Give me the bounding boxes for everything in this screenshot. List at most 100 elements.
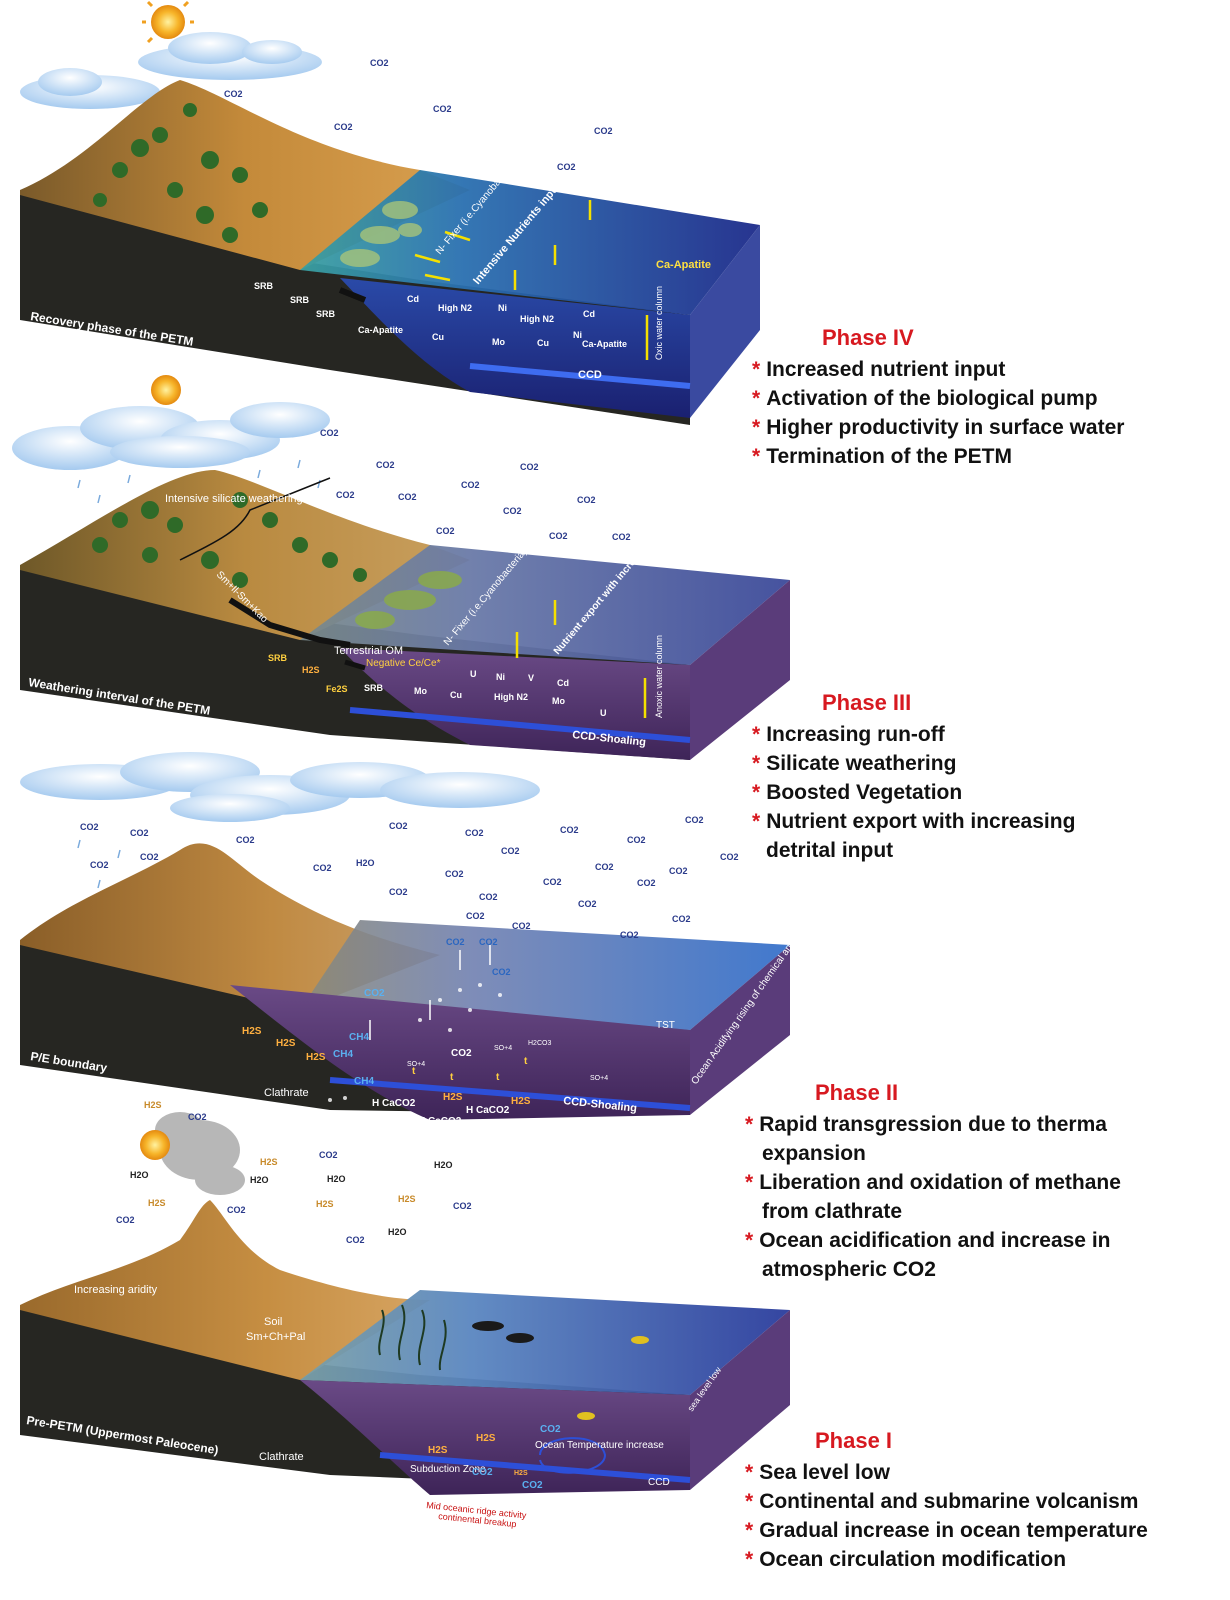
- cloud-icon: [20, 32, 322, 109]
- label-ni: Ni: [496, 672, 505, 682]
- label-so4: SO+4: [494, 1045, 512, 1052]
- label-co2: CO2: [364, 988, 385, 999]
- land-surface: [20, 470, 470, 640]
- label-ca-apatite: Ca-Apatite: [582, 339, 627, 349]
- label-co2: CO2: [130, 828, 149, 838]
- phase-iii-description: Phase III *Increasing run-off *Silicate …: [752, 690, 1075, 865]
- phase-item: *Sea level low: [745, 1461, 890, 1484]
- label-co2: CO2: [116, 1215, 135, 1225]
- label-srb: SRB: [316, 309, 336, 319]
- label-clathrate: Clathrate: [264, 1087, 309, 1099]
- phase-item: *Termination of the PETM: [752, 445, 1012, 468]
- label-mo: Mo: [414, 686, 427, 696]
- label-h2o: H2O: [130, 1170, 149, 1180]
- phase-item: *Ocean circulation modification: [745, 1548, 1067, 1571]
- label-co2: CO2: [540, 1424, 561, 1435]
- panel-phase-i: Pre-PETM (Uppermost Paleocene) Increasin…: [20, 1100, 790, 1529]
- label-oxic: Oxic water column: [654, 286, 664, 360]
- phase-item: atmospheric CO2: [762, 1258, 936, 1281]
- label-soil: Soil: [264, 1316, 282, 1328]
- label-co2: CO2: [492, 967, 511, 977]
- label-h2s: H2S: [398, 1194, 416, 1204]
- label-t: t: [496, 1072, 500, 1083]
- label-co2: CO2: [376, 460, 395, 470]
- label-co2: CO2: [227, 1205, 246, 1215]
- label-h2o: H2O: [327, 1174, 346, 1184]
- ocean-front-face: [230, 985, 690, 1120]
- label-h2s: H2S: [242, 1026, 262, 1037]
- label-h2o: H2O: [434, 1160, 453, 1170]
- label-co2: CO2: [577, 495, 596, 505]
- label-cd: Cd: [407, 294, 419, 304]
- label-h2s: H2S: [306, 1052, 326, 1063]
- label-ocean-temperature: Ocean Temperature increase: [535, 1440, 664, 1451]
- label-h2s: H2S: [276, 1038, 296, 1049]
- phase-item: *Continental and submarine volcanism: [745, 1490, 1139, 1513]
- label-ch4: CH4: [333, 1049, 353, 1060]
- seaweed: [378, 1304, 447, 1371]
- label-h2o: H2O: [356, 858, 375, 868]
- label-co2: CO2: [188, 1112, 207, 1122]
- panel-phase-iv: Recovery phase of the PETM N- Fixer (i.e…: [20, 0, 760, 425]
- phase-item: detrital input: [766, 839, 894, 862]
- label-terrestrial-om: Terrestrial OM: [334, 645, 403, 657]
- label-h2s: H2S: [514, 1470, 528, 1477]
- label-ch4: CH4: [349, 1032, 369, 1043]
- label-co2: CO2: [479, 937, 498, 947]
- label-co2: CO2: [612, 532, 631, 542]
- sea-surface: [300, 1290, 790, 1395]
- label-co2: CO2: [685, 815, 704, 825]
- tree-icon: [93, 103, 268, 243]
- label-t: t: [450, 1072, 454, 1083]
- phase-i-description: Phase I *Sea level low *Continental and …: [745, 1428, 1148, 1574]
- label-clathrate: Clathrate: [259, 1451, 304, 1463]
- label-co2: CO2: [80, 822, 99, 832]
- label-ni: Ni: [498, 303, 507, 313]
- label-ni: Ni: [573, 330, 582, 340]
- label-co2: CO2: [543, 877, 562, 887]
- label-hcaco2: H CaCO2: [466, 1105, 510, 1116]
- label-co2: CO2: [669, 866, 688, 876]
- right-face: [690, 945, 790, 1115]
- label-negative-ce: Negative Ce/Ce*: [366, 658, 441, 669]
- label-co2: CO2: [560, 825, 579, 835]
- ccd-line: [349, 707, 691, 743]
- tree-icon: [92, 492, 367, 588]
- label-ccd: CCD: [648, 1477, 670, 1488]
- phase-item: *Increased nutrient input: [752, 358, 1006, 381]
- label-h2o: H2O: [250, 1175, 269, 1185]
- label-ca-apatite: Ca-Apatite: [656, 259, 711, 271]
- panel-phase-ii: P/E boundary TST Ocean Acidifying rising…: [20, 752, 806, 1133]
- sea-surface: [300, 920, 790, 1030]
- label-high-n2: High N2: [438, 303, 472, 313]
- label-cd: Cd: [557, 678, 569, 688]
- label-ccd: CCD: [578, 369, 602, 381]
- label-srb: SRB: [290, 295, 310, 305]
- label-srb: SRB: [364, 683, 384, 693]
- phase-item: *Activation of the biological pump: [752, 387, 1098, 410]
- label-h2s: H2S: [476, 1433, 496, 1444]
- phase-item: *Silicate weathering: [752, 752, 957, 775]
- label-subduction-zone: Subduction Zone: [410, 1464, 486, 1475]
- ccd-line: [379, 1452, 691, 1483]
- label-co2: CO2: [637, 878, 656, 888]
- sun-icon: [140, 1130, 170, 1160]
- label-h2s: H2S: [316, 1199, 334, 1209]
- label-co2: CO2: [236, 835, 255, 845]
- label-co2: CO2: [620, 930, 639, 940]
- label-co2: CO2: [445, 869, 464, 879]
- right-face: [690, 580, 790, 760]
- phase-title: Phase I: [815, 1428, 893, 1453]
- label-co2: CO2: [627, 835, 646, 845]
- label-mo: Mo: [552, 696, 565, 706]
- label-t: t: [524, 1056, 528, 1067]
- label-silicate-weathering: Intensive silicate weathering: [165, 493, 303, 505]
- bubbles: [328, 983, 502, 1102]
- label-so4: SO+4: [407, 1061, 425, 1068]
- nutrient-arrows: [515, 600, 557, 658]
- label-co2: CO2: [549, 531, 568, 541]
- n-fixer-patches: [355, 571, 462, 629]
- label-so4: SO+4: [590, 1075, 608, 1082]
- phase-item: *Increasing run-off: [752, 723, 945, 746]
- rising-arrows: [369, 945, 491, 1040]
